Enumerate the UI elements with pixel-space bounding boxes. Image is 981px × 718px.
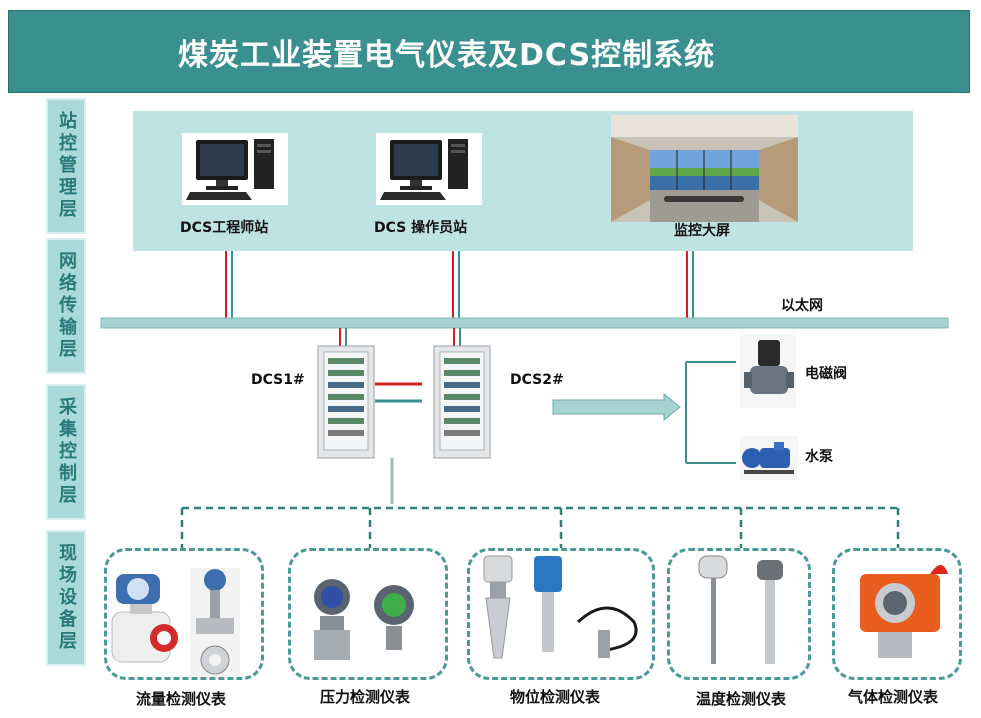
gas-instrument-group: [832, 548, 962, 680]
cabinet-redundancy-link: [375, 382, 422, 403]
level-instrument-label: 物位检测仪表: [510, 688, 601, 706]
submersible-level-sensor-icon: [576, 606, 638, 658]
monitor-wall-room-icon: [611, 115, 798, 222]
water-pump-label: 水泵: [805, 449, 833, 465]
water-pump-icon: [740, 436, 798, 480]
actuator-bracket: [685, 361, 736, 464]
pressure-transmitter-icon: [314, 579, 350, 660]
field-dashed-bus: [180, 506, 900, 548]
engineer-station-computer-icon: [182, 133, 288, 205]
pressure-instrument-group: [288, 548, 448, 680]
layer-field-equipment: 现场设备层: [46, 530, 86, 666]
layer-label: 采集控制层: [56, 397, 77, 507]
dcs1-label: DCS1#: [251, 372, 305, 388]
output-arrow: [552, 392, 681, 422]
vortex-flow-meter-icon: [190, 568, 240, 678]
layer-label: 站控管理层: [56, 111, 77, 221]
level-instrument-group: [467, 548, 655, 680]
station-bus-links: [225, 251, 694, 318]
tuning-fork-level-icon: [534, 556, 562, 652]
temperature-transmitter-icon: [698, 555, 728, 664]
dcs2-label: DCS2#: [510, 372, 564, 388]
radar-level-meter-icon: [483, 555, 513, 659]
gas-instrument-label: 气体检测仪表: [848, 688, 939, 706]
temperature-instrument-label: 温度检测仪表: [696, 690, 787, 708]
page-title: 煤炭工业装置电气仪表及DCS控制系统: [178, 38, 716, 73]
solenoid-valve-label: 电磁阀: [805, 366, 847, 382]
operator-station-computer-icon: [376, 133, 482, 205]
layer-label: 网络传输层: [56, 251, 77, 361]
temperature-instrument-group: [667, 548, 811, 680]
thermocouple-icon: [757, 560, 783, 664]
title-bar: [8, 10, 970, 93]
ethernet-label: 以太网: [781, 298, 823, 314]
flow-meter-icon: [111, 574, 178, 663]
monitor-screen-label: 监控大屏: [674, 223, 730, 239]
flow-instrument-label: 流量检测仪表: [136, 690, 227, 708]
engineer-station-label: DCS工程师站: [180, 220, 269, 236]
layer-label: 现场设备层: [56, 543, 77, 653]
layer-network-transmission: 网络传输层: [46, 238, 86, 374]
operator-station-label: DCS 操作员站: [374, 220, 468, 236]
dcs1-cabinet-icon: [317, 345, 375, 459]
flow-instrument-group: [104, 548, 264, 680]
layer-station-management: 站控管理层: [46, 98, 86, 234]
solenoid-valve-icon: [740, 334, 796, 408]
layer-acquisition-control: 采集控制层: [46, 384, 86, 520]
dcs2-cabinet-icon: [433, 345, 491, 459]
gas-detector-icon: [860, 565, 948, 658]
pressure-gauge-transmitter-icon: [374, 585, 414, 650]
bus-cabinet-links: [339, 328, 461, 346]
pressure-instrument-label: 压力检测仪表: [320, 688, 411, 706]
ethernet-bus: [100, 317, 949, 329]
